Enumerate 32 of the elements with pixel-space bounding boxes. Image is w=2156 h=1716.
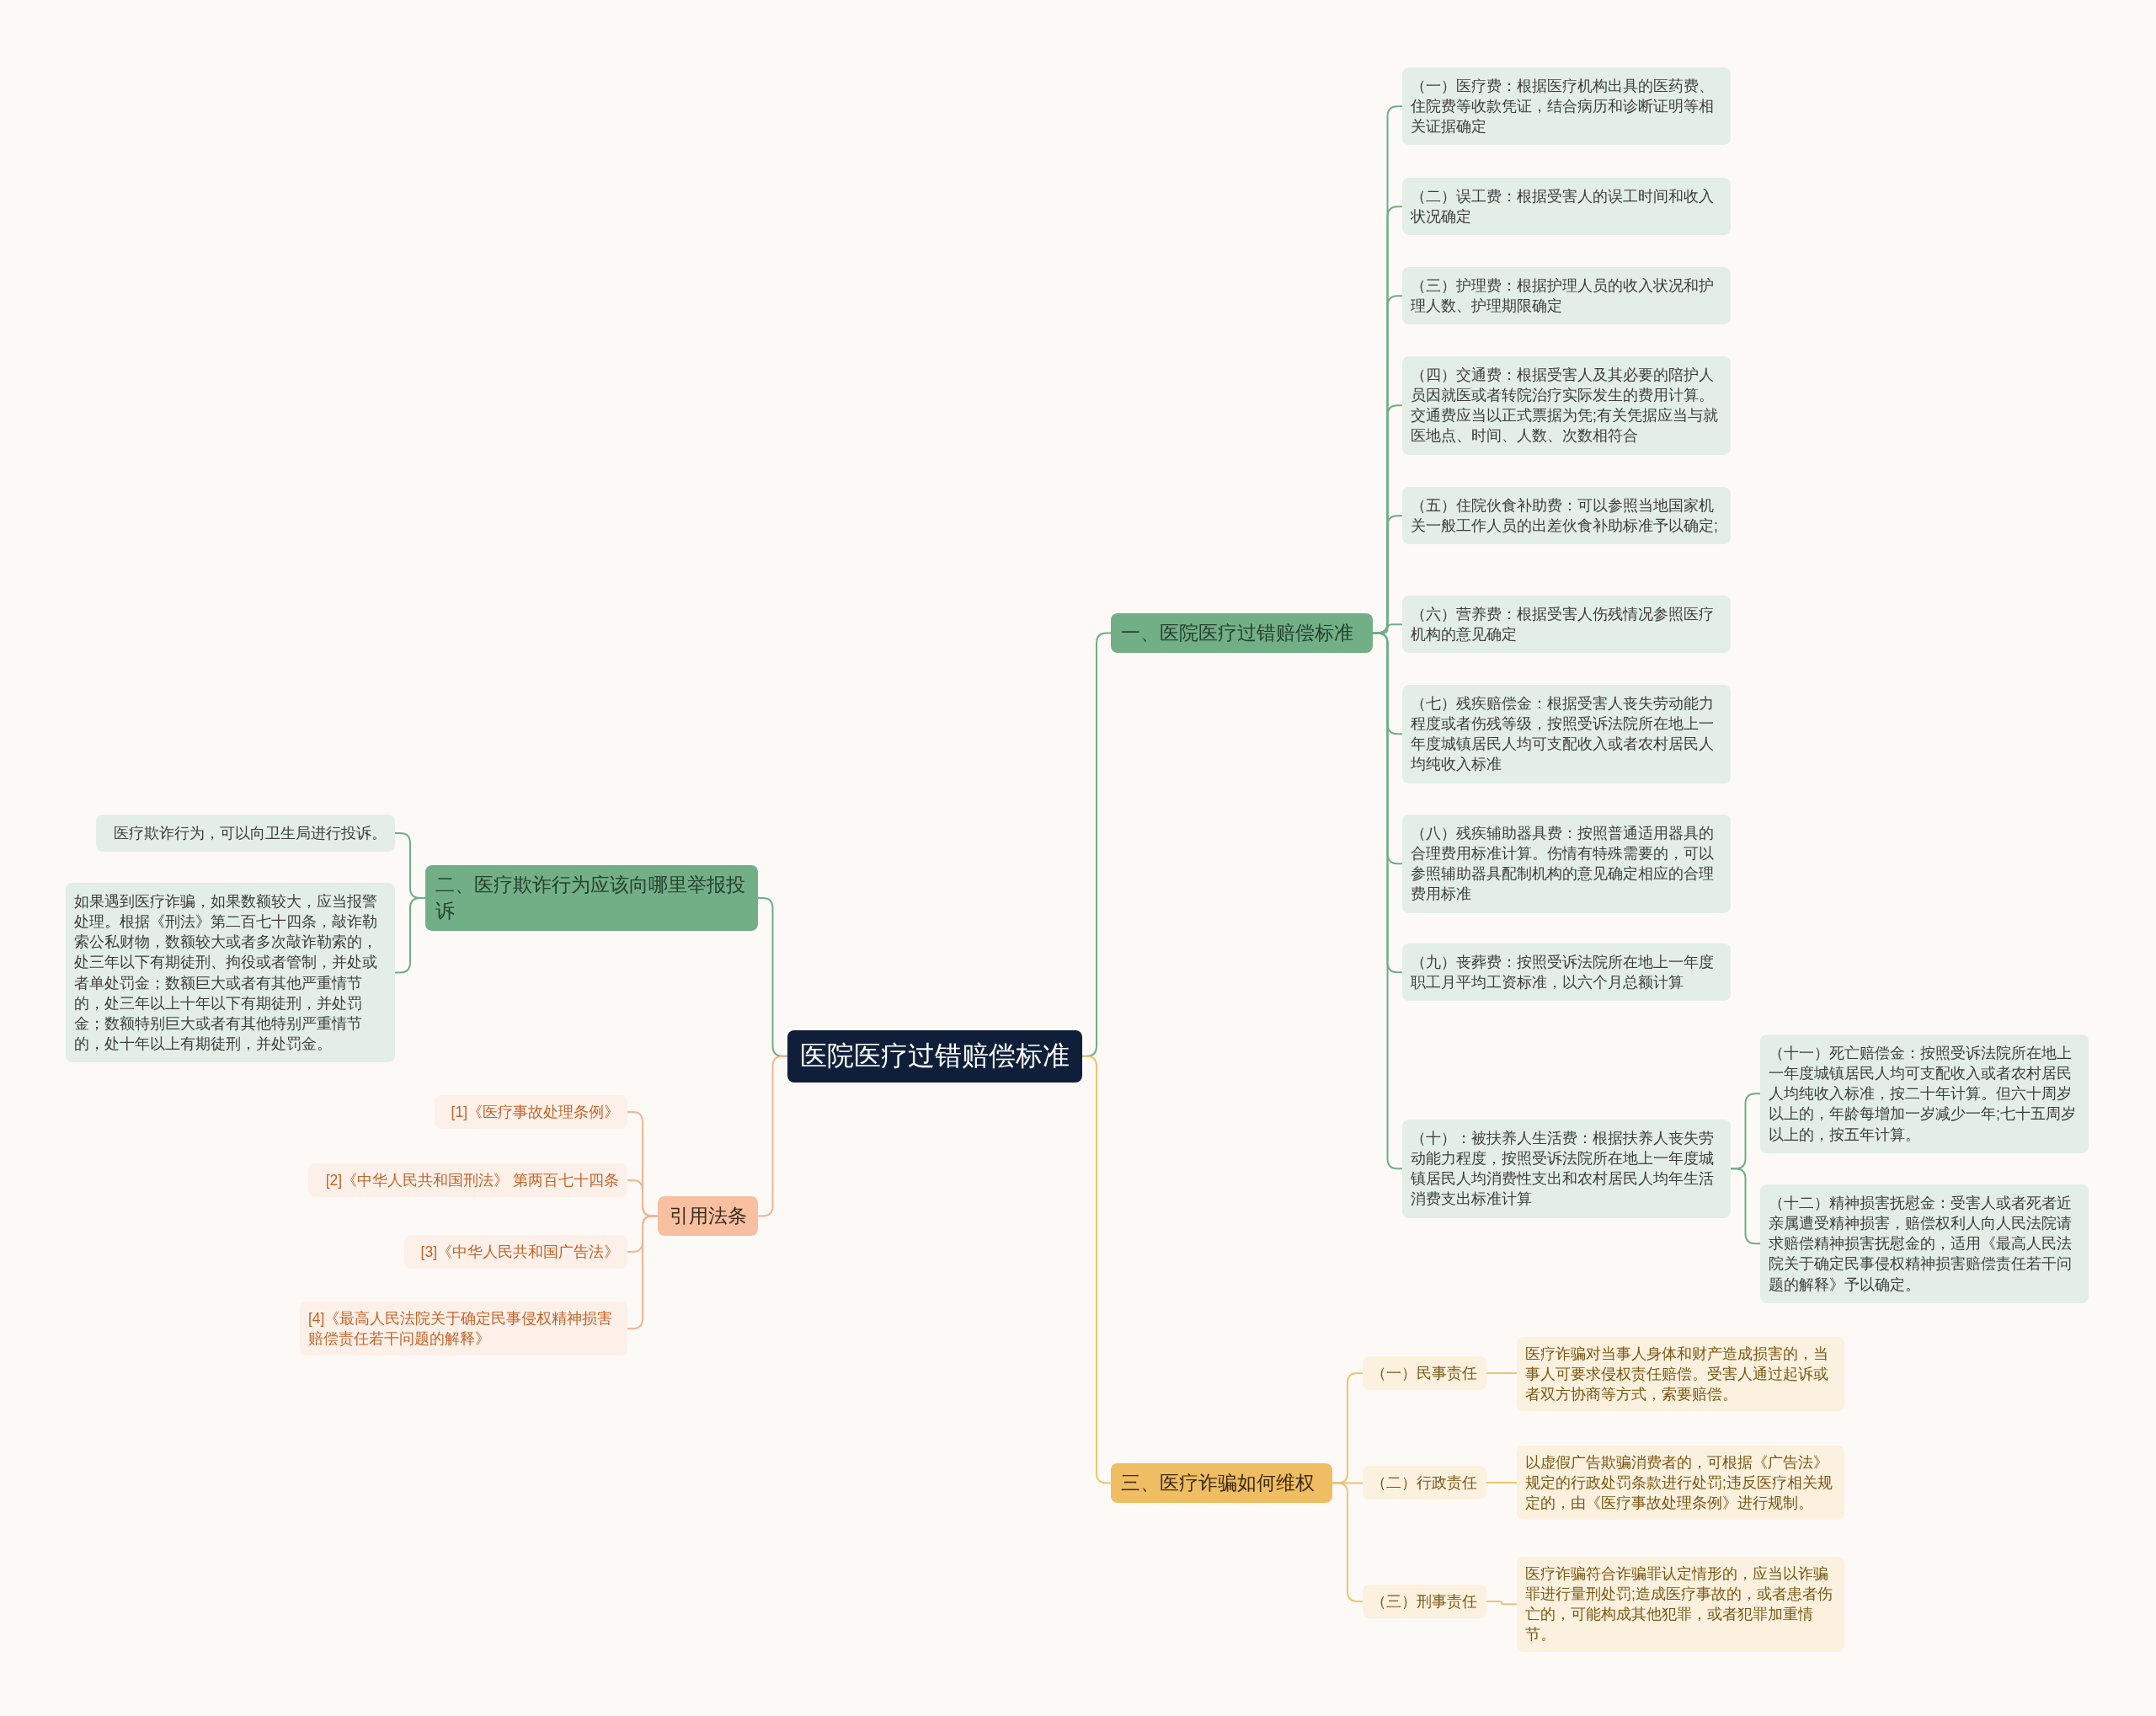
leaf-box: （二）误工费：根据受害人的误工时间和收入状况确定 bbox=[1402, 178, 1731, 236]
leaf-box: （十）：被扶养人生活费：根据扶养人丧失劳动能力程度，按照受诉法院所在地上一年度城镇居民人均消费性支出和农村居民人均年生活消费支出标准计算 bbox=[1402, 1120, 1731, 1218]
leaf-box: （十一）死亡赔偿金：按照受诉法院所在地上一年度城镇居民人均可支配收入或者农村居民人均纯收入标准，按二十年计算。但六十周岁以上的，年龄每增加一岁减少一年;七十五周岁以上的，按五年计算。 bbox=[1760, 1034, 2089, 1153]
connector-line bbox=[1486, 1601, 1518, 1606]
reference-box: [1]《医疗事故处理条例》 bbox=[435, 1095, 627, 1130]
leaf-box: 医疗诈骗符合诈骗罪认定情形的，应当以诈骗罪进行量刑处罚;造成医疗事故的，或者患者伤亡的，可能构成其他犯罪，或者犯罪加重情节。 bbox=[1517, 1557, 1844, 1652]
leaf-box: 医疗欺诈行为，可以向卫生局进行投诉。 bbox=[96, 815, 395, 853]
branch-topic-box: 引用法条 bbox=[658, 1196, 758, 1237]
leaf-box: （五）住院伙食补助费：可以参照当地国家机关一般工作人员的出差伙食补助标准予以确定; bbox=[1402, 487, 1731, 545]
branch-topic-box: 二、医疗欺诈行为应该向哪里举报投诉 bbox=[425, 865, 758, 932]
leaf-box: （三）护理费：根据护理人员的收入状况和护理人数、护理期限确定 bbox=[1402, 267, 1731, 325]
leaf-box: （六）营养费：根据受害人伤残情况参照医疗机构的意见确定 bbox=[1402, 596, 1731, 654]
leaf-box: （一）民事责任 bbox=[1363, 1356, 1486, 1391]
leaf-box: （七）残疾赔偿金：根据受害人丧失劳动能力程度或者伤残等级，按照受诉法院所在地上一年度城镇居民人均可支配收入或者农村居民人均纯收入标准 bbox=[1402, 685, 1731, 783]
branch-topic-box: 一、医院医疗过错赔偿标准 bbox=[1111, 613, 1373, 654]
leaf-box: （十二）精神损害抚慰金：受害人或者死者近亲属遭受精神损害，赔偿权利人向人民法院请求赔偿精神损害抚慰金的，适用《最高人民法院关于确定民事侵权精神损害赔偿责任若干问题的解释》予以确定。 bbox=[1760, 1184, 2089, 1303]
connector-line bbox=[1486, 1482, 1518, 1484]
leaf-box: （四）交通费：根据受害人及其必要的陪护人员因就医或者转院治疗实际发生的费用计算。交通费应当以正式票据为凭;有关凭据应当与就医地点、时间、人数、次数相符合 bbox=[1402, 356, 1731, 455]
leaf-box: 医疗诈骗对当事人身体和财产造成损害的，当事人可要求侵权责任赔偿。受害人通过起诉或者双方协商等方式，索要赔偿。 bbox=[1517, 1337, 1844, 1412]
reference-box: [2]《中华人民共和国刑法》 第两百七十四条 bbox=[308, 1163, 627, 1198]
connector-line bbox=[1486, 1372, 1518, 1375]
leaf-box: （三）刑事责任 bbox=[1363, 1585, 1486, 1619]
leaf-box: （一）医疗费：根据医疗机构出具的医药费、住院费等收款凭证，结合病历和诊断证明等相关证据确定 bbox=[1402, 67, 1731, 146]
leaf-box: 如果遇到医疗诈骗，如果数额较大，应当报警处理。根据《刑法》第二百七十四条，敲诈勒索公私财物，数额较大或者多次敲诈勒索的，处三年以下有期徒刑、拘役或者管制，并处或者单处罚金；数额巨大或者有其他严重情节的，处三年以上十年以下有期徒刑，并处罚金；数额特别巨大或者有其他特别严重情节的，处十年以上有期徒刑，并处罚金。 bbox=[66, 883, 395, 1063]
leaf-box: （二）行政责任 bbox=[1363, 1466, 1486, 1500]
reference-box: [4]《最高人民法院关于确定民事侵权精神损害赔偿责任若干问题的解释》 bbox=[300, 1302, 627, 1356]
leaf-box: （八）残疾辅助器具费：按照普通适用器具的合理费用标准计算。伤情有特殊需要的，可以参照辅助器具配制机构的意见确定相应的合理费用标准 bbox=[1402, 815, 1731, 913]
reference-box: [3]《中华人民共和国广告法》 bbox=[404, 1235, 627, 1270]
branch-topic-box: 三、医疗诈骗如何维权 bbox=[1111, 1463, 1332, 1504]
leaf-box: （九）丧葬费：按照受诉法院所在地上一年度职工月平均工资标准，以六个月总额计算 bbox=[1402, 944, 1731, 1002]
root-topic-box: 医院医疗过错赔偿标准 bbox=[787, 1030, 1082, 1083]
leaf-box: 以虚假广告欺骗消费者的，可根据《广告法》规定的行政处罚条款进行处罚;违反医疗相关规定的，由《医疗事故处理条例》进行规制。 bbox=[1517, 1446, 1844, 1521]
